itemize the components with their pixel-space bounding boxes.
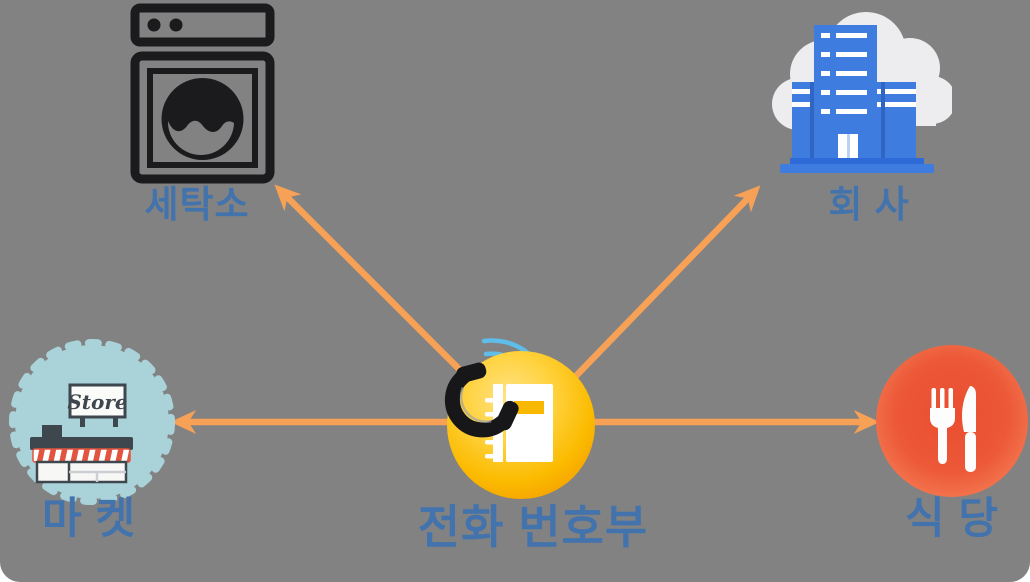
knife-icon [962,386,976,472]
restaurant-icon [872,342,1030,502]
office-building-icon [762,2,952,176]
label-phone-book: 전화 번호부 [417,501,649,553]
arrow-to-company [571,185,761,381]
label-market: 마 켓 [41,495,137,543]
store-icon: Store [7,337,177,507]
label-company: 회 사 [828,184,910,225]
label-restaurant: 식 당 [904,495,1000,543]
fork-icon [930,388,955,464]
phone-handset-icon [444,362,519,438]
washing-machine-icon [124,0,279,190]
label-laundry: 세탁소 [144,184,250,225]
store-sign-text: Store [67,390,127,414]
arrow-to-laundry [274,184,473,383]
scalloped-badge-edge [9,339,175,505]
phone-book-icon [441,318,601,518]
